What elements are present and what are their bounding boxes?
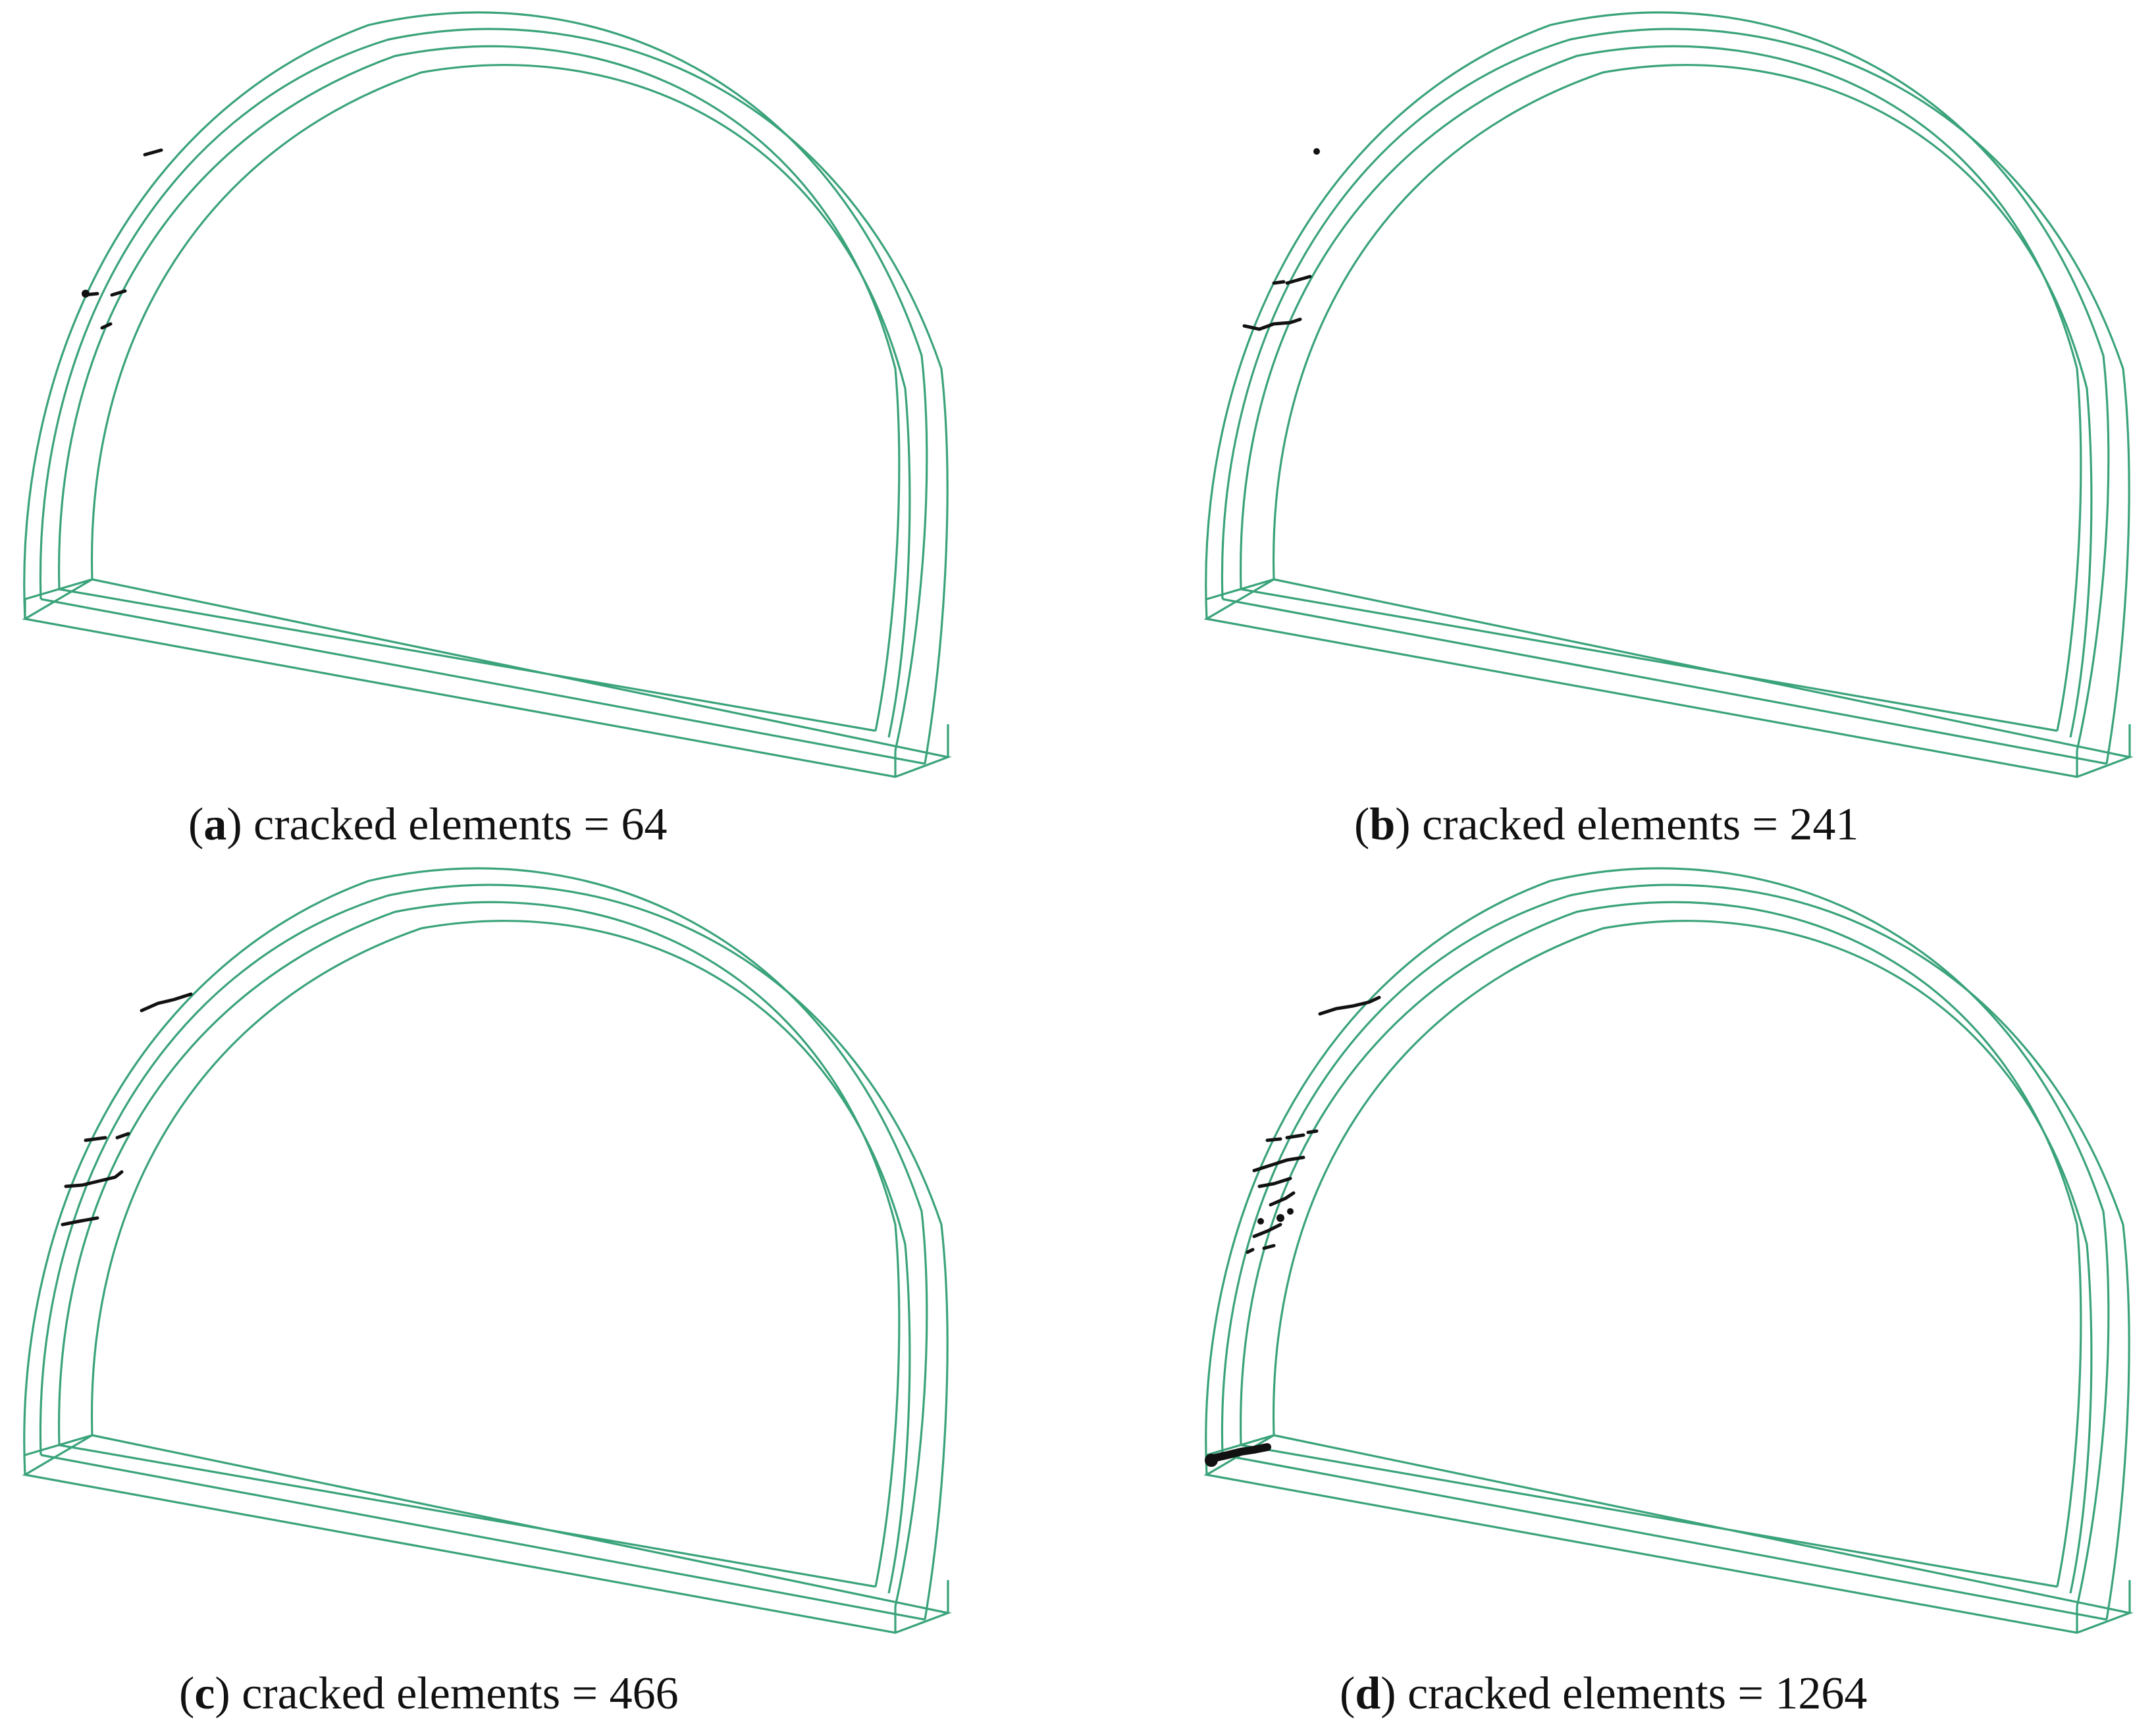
panel-c: (c) cracked elements = 466 [0,856,1080,1717]
inner-arch-front [57,901,901,1587]
tunnel-frame-c [22,867,952,1634]
tunnel-model-a [22,11,952,778]
crack-d-8 [1209,1443,1271,1462]
outer-arch-back [1221,884,2130,1620]
crack-b-2 [1242,317,1302,331]
outer-arch-front [1205,867,2110,1607]
outer-arch-back [39,884,949,1620]
panel-label: cracked elements = 241 [1422,799,1859,850]
panel-label: cracked elements = 1264 [1407,1668,1868,1719]
crack-d-6 [1252,1223,1282,1238]
outer-arch-back [1221,28,2130,764]
inner-arch-front [1239,901,2082,1587]
inner-arch-front [57,45,901,731]
crack-c-2 [84,1132,130,1142]
caption-a: (a) cracked elements = 64 [188,799,668,850]
base-slab [1203,578,2134,778]
crack-d-7 [1246,1244,1276,1254]
tunnel-frame-b [1203,11,2134,778]
inner-arch-back [1272,920,2093,1594]
crack-d-3 [1252,1155,1305,1173]
crack-c-1 [140,992,193,1013]
crack-d-dot-2 [1287,1208,1294,1215]
panel-b: (b) cracked elements = 241 [1182,0,2156,848]
tunnel-model-d [1203,867,2134,1634]
panel-a: (a) cracked elements = 64 [0,0,1080,848]
caption-c: (c) cracked elements = 466 [179,1668,679,1719]
crack-d-dot-4 [1205,1454,1218,1467]
outer-arch-front [23,867,928,1607]
panel-label: cracked elements = 466 [242,1668,679,1719]
tunnel-model-b [1203,11,2134,778]
inner-arch-front [1239,45,2082,731]
crack-a-2 [82,289,127,297]
panel-letter: d [1355,1668,1381,1719]
base-slab-edge [24,1434,949,1633]
base-slab-edge [1206,578,2131,777]
inner-arch-back [1272,64,2093,738]
base-slab-edge [24,578,949,777]
inner-arch-back [90,64,911,738]
crack-d-2 [1265,1129,1319,1142]
base-slab-edge [1206,1434,2131,1633]
tunnel-frame-a [22,11,952,778]
crack-d-4 [1257,1177,1292,1188]
crack-b-dot [1313,148,1320,155]
caption-b: (b) cracked elements = 241 [1354,799,1859,850]
inner-arch-back [90,920,911,1594]
cracks-d [1205,995,1381,1467]
cracks-b [1242,148,1320,331]
panel-label: cracked elements = 64 [253,799,668,850]
panel-letter: a [203,799,227,850]
tunnel-frame-d [1203,867,2134,1634]
panel-letter: b [1369,799,1396,850]
crack-c-3 [64,1170,124,1188]
base-slab [22,578,952,778]
base-slab [1203,1434,2134,1634]
outer-arch-front [1205,11,2110,751]
crack-d-dot-3 [1257,1218,1264,1225]
crack-a-3 [100,322,113,330]
base-slab [22,1434,952,1634]
outer-arch-back [39,28,949,764]
crack-d-5 [1269,1191,1296,1207]
outer-arch-front [23,11,928,751]
cracks-a [82,148,163,330]
crack-d-dot-1 [1276,1214,1284,1222]
caption-d: (d) cracked elements = 1264 [1340,1668,1868,1719]
crack-c-4 [61,1216,99,1227]
crack-d-1 [1318,995,1381,1016]
crack-a-dot [82,290,90,298]
cracks-c [61,992,193,1227]
crack-a-1 [143,148,163,157]
tunnel-model-c [22,867,952,1634]
panel-letter: c [194,1668,215,1719]
panel-d: (d) cracked elements = 1264 [1182,856,2156,1717]
crack-b-1 [1272,275,1312,285]
